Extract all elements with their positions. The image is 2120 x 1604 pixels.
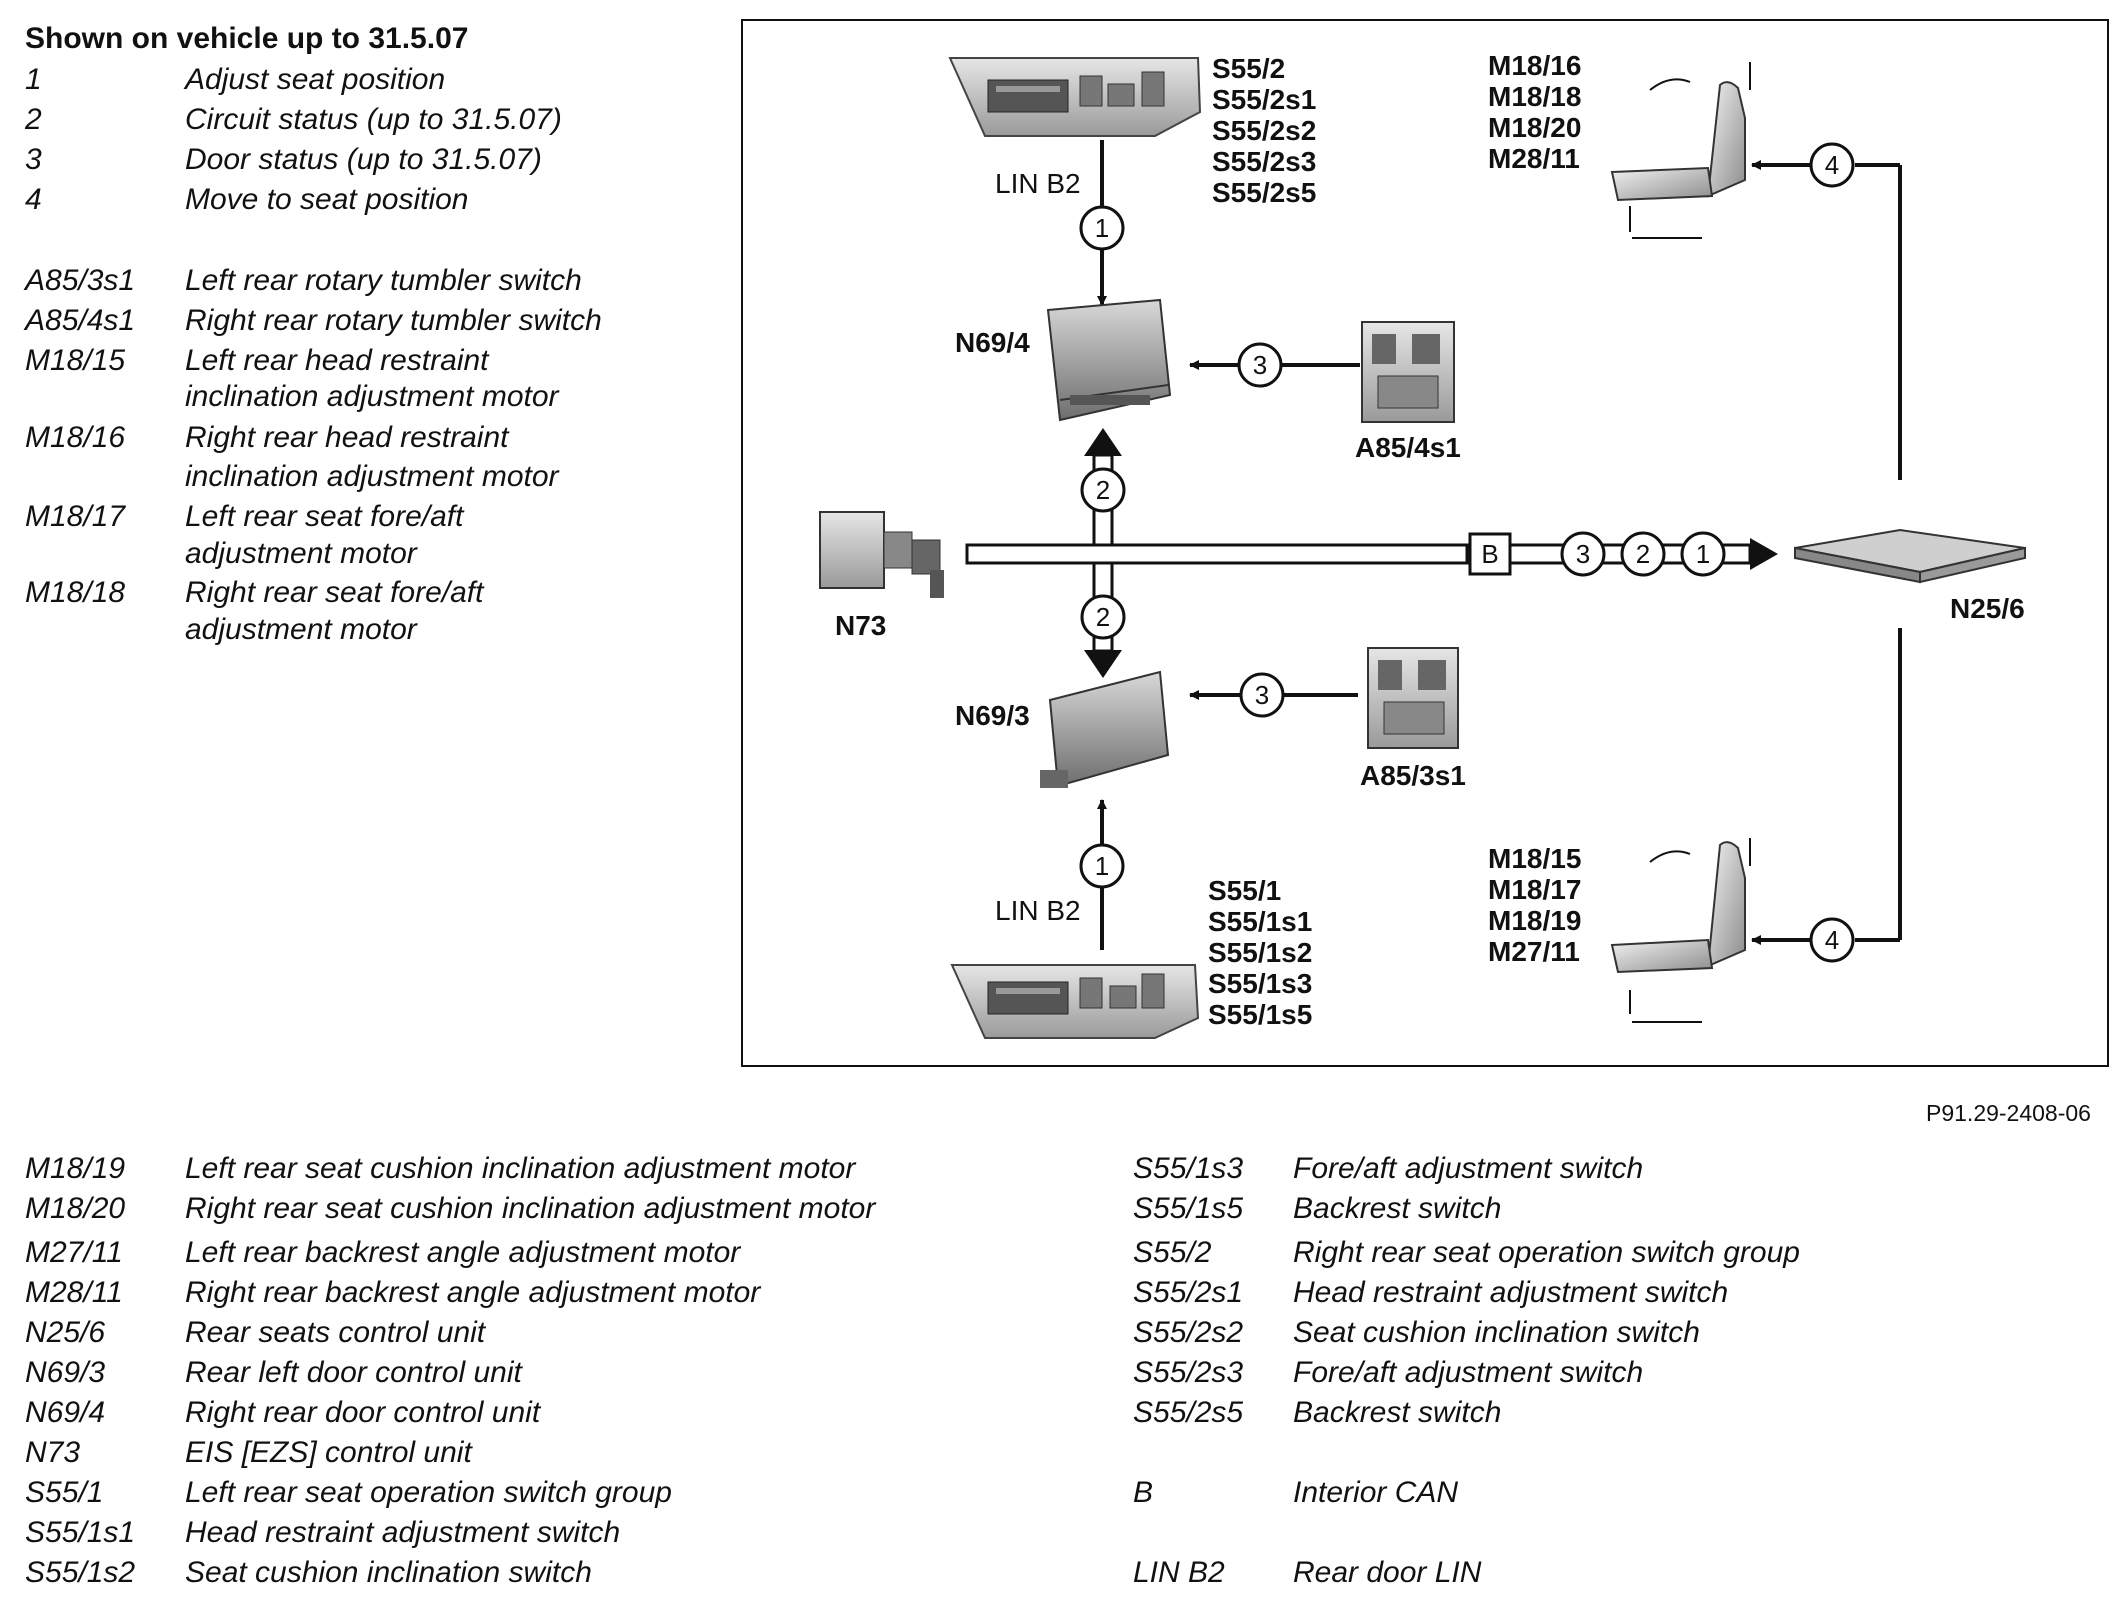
- a85-3s1-switch-image: [1367, 647, 1459, 749]
- signal-2-marker-down: 2: [1080, 594, 1126, 640]
- svg-text:3: 3: [1576, 539, 1590, 569]
- svg-text:1: 1: [1095, 213, 1109, 243]
- n69-4-label: N69/4: [955, 327, 1030, 358]
- svg-text:M18/17: M18/17: [1488, 874, 1581, 905]
- svg-text:3: 3: [1255, 680, 1269, 710]
- svg-text:M28/11: M28/11: [1488, 143, 1580, 174]
- svg-text:S55/2s1: S55/2s1: [1212, 84, 1316, 115]
- n25-6-control-unit-image: [1794, 528, 2026, 584]
- figure-reference: P91.29-2408-06: [1926, 1100, 2091, 1126]
- svg-text:M18/20: M18/20: [1488, 112, 1581, 143]
- switch-group-right-rear-image: [948, 57, 1202, 137]
- svg-text:S55/1s5: S55/1s5: [1208, 999, 1312, 1030]
- switch-group-right-rear-labels: S55/2 S55/2s1 S55/2s2 S55/2s3 S55/2s5: [1212, 53, 1316, 208]
- svg-text:M18/15: M18/15: [1488, 843, 1581, 874]
- svg-text:S55/1: S55/1: [1208, 875, 1281, 906]
- svg-text:S55/2s3: S55/2s3: [1212, 146, 1316, 177]
- n73-label: N73: [835, 610, 886, 641]
- n69-4-control-unit-image: [1046, 298, 1172, 422]
- legend-item-continuation: adjustment motor: [185, 537, 417, 570]
- bus-signal-2-marker: 2: [1620, 531, 1666, 577]
- svg-text:1: 1: [1095, 851, 1109, 881]
- svg-text:3: 3: [1253, 350, 1267, 380]
- legend-item-continuation: inclination adjustment motor: [185, 460, 559, 493]
- seat-left-rear-labels: M18/15 M18/17 M18/19 M27/11: [1488, 843, 1581, 967]
- seat-right-rear-labels: M18/16 M18/18 M18/20 M28/11: [1488, 50, 1581, 174]
- svg-text:M18/18: M18/18: [1488, 81, 1581, 112]
- a85-4s1-switch-image: [1361, 321, 1455, 423]
- svg-text:S55/1s2: S55/1s2: [1208, 937, 1312, 968]
- bus-signal-3-marker: 3: [1560, 531, 1606, 577]
- legend-item-continuation: inclination adjustment motor: [185, 380, 559, 413]
- legend-item-continuation: adjustment motor: [185, 613, 417, 646]
- n69-3-label: N69/3: [955, 700, 1030, 731]
- a85-4s1-label: A85/4s1: [1355, 432, 1461, 463]
- svg-text:M27/11: M27/11: [1488, 936, 1580, 967]
- lin-top-label: LIN B2: [995, 168, 1081, 199]
- signal-2-marker-up: 2: [1080, 467, 1126, 513]
- lin-bottom-label: LIN B2: [995, 895, 1081, 926]
- signal-4-marker-top: 4: [1809, 142, 1855, 188]
- signal-3-marker-bottom: 3: [1239, 672, 1285, 718]
- signal-3-marker-top: 3: [1237, 342, 1283, 388]
- seat-right-rear-image: [1610, 62, 1751, 239]
- svg-text:M18/16: M18/16: [1488, 50, 1581, 81]
- svg-text:S55/1s3: S55/1s3: [1208, 968, 1312, 999]
- svg-text:4: 4: [1825, 925, 1839, 955]
- signal-1-marker-bottom: 1: [1079, 843, 1125, 889]
- svg-text:S55/2: S55/2: [1212, 53, 1285, 84]
- bus-b-label: B: [1481, 539, 1498, 569]
- svg-text:2: 2: [1096, 602, 1110, 632]
- diagram-frame: [741, 19, 2109, 1067]
- svg-text:1: 1: [1696, 539, 1710, 569]
- n25-6-label: N25/6: [1950, 593, 2025, 624]
- signal-1-marker: 1: [1079, 205, 1125, 251]
- bus-signal-1-marker: 1: [1680, 531, 1726, 577]
- svg-text:2: 2: [1096, 475, 1110, 505]
- legend-title: Shown on vehicle up to 31.5.07: [25, 22, 469, 55]
- switch-group-left-rear-labels: S55/1 S55/1s1 S55/1s2 S55/1s3 S55/1s5: [1208, 875, 1312, 1030]
- signal-4-marker-bottom: 4: [1809, 917, 1855, 963]
- switch-group-left-rear-image: [950, 964, 1200, 1039]
- svg-text:M18/19: M18/19: [1488, 905, 1581, 936]
- seat-left-rear-image: [1610, 838, 1751, 1023]
- svg-text:S55/2s5: S55/2s5: [1212, 177, 1316, 208]
- n73-eis-image: [819, 511, 944, 598]
- n69-3-control-unit-image: [1040, 670, 1170, 788]
- svg-text:S55/1s1: S55/1s1: [1208, 906, 1312, 937]
- a85-3s1-label: A85/3s1: [1360, 760, 1466, 791]
- svg-text:4: 4: [1825, 150, 1839, 180]
- svg-text:2: 2: [1636, 539, 1650, 569]
- svg-text:S55/2s2: S55/2s2: [1212, 115, 1316, 146]
